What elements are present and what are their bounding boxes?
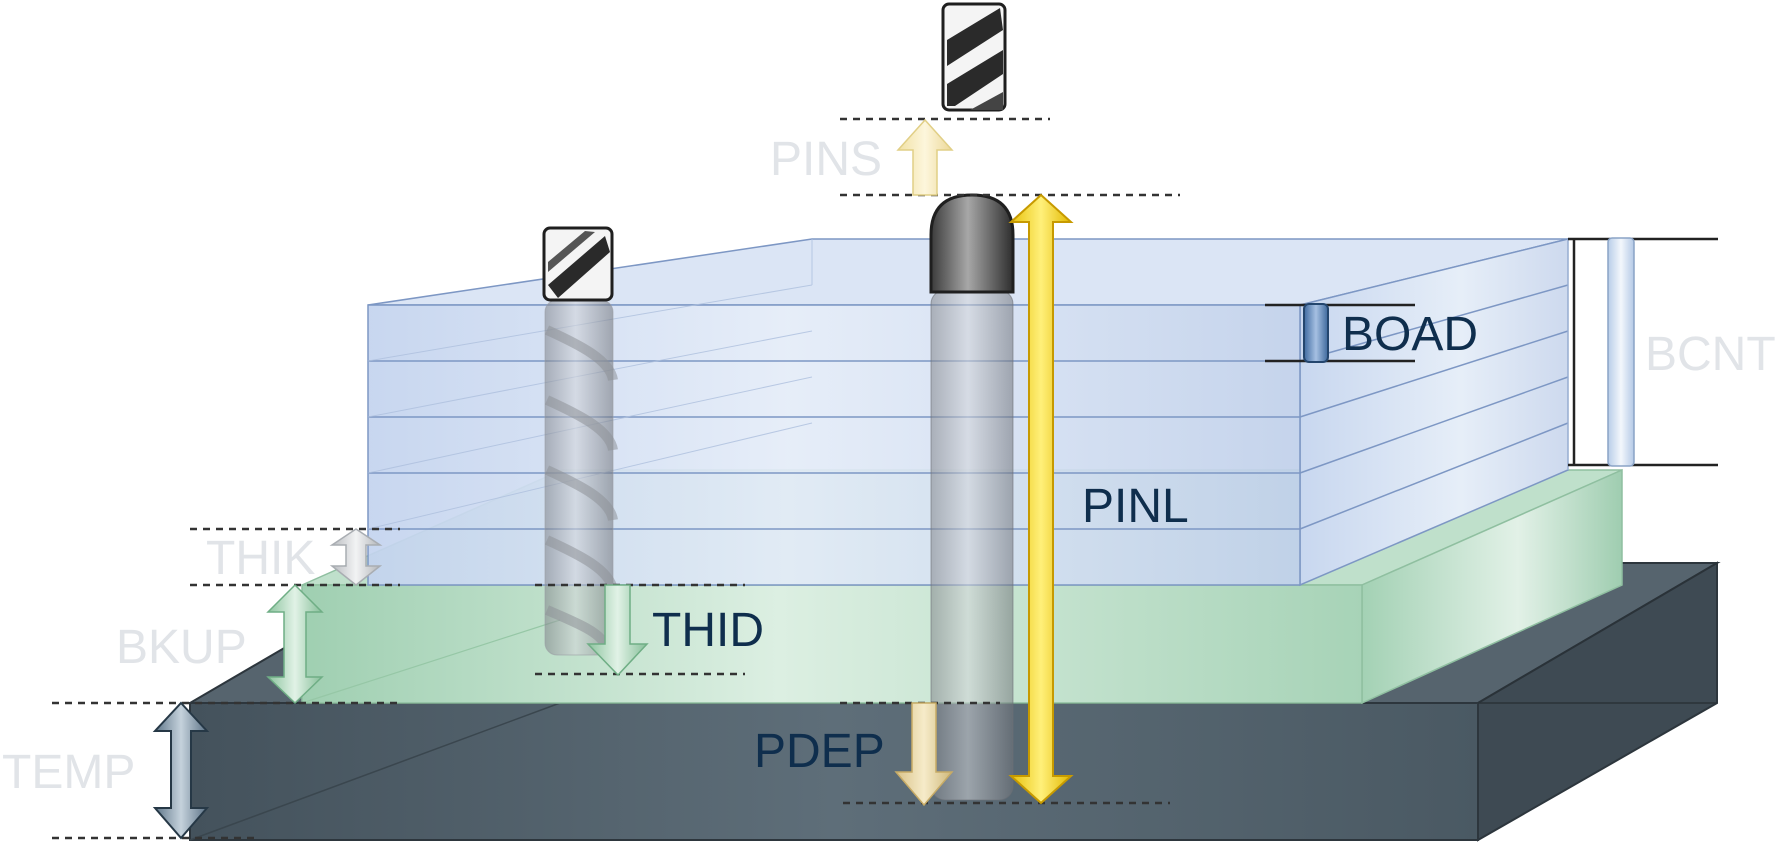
pdep-arrow bbox=[894, 702, 954, 807]
boad-bracket bbox=[1265, 303, 1415, 363]
drill-bit-top bbox=[941, 2, 1007, 112]
pdep-label: PDEP bbox=[754, 725, 885, 778]
thid-arrow bbox=[586, 584, 649, 677]
bcnt-label: BCNT bbox=[1645, 328, 1776, 381]
boad-thickness-marker bbox=[1303, 303, 1329, 363]
tooling-pin bbox=[929, 193, 1015, 801]
pins-arrow bbox=[896, 118, 954, 196]
reference-lines bbox=[52, 117, 1180, 840]
bcnt-bracket bbox=[1568, 237, 1718, 467]
boad-label: BOAD bbox=[1342, 308, 1478, 361]
pinl-arrow bbox=[1008, 193, 1074, 805]
drill-bit-left bbox=[542, 226, 614, 302]
bkup-label: BKUP bbox=[116, 621, 247, 674]
bcnt-stack-marker bbox=[1607, 237, 1635, 467]
drilled-hole-ghost bbox=[544, 299, 618, 656]
bkup-arrow bbox=[266, 583, 324, 705]
thik-arrow bbox=[329, 528, 383, 586]
temp-label: TEMP bbox=[2, 746, 135, 799]
temp-arrow bbox=[152, 701, 210, 840]
pinl-label: PINL bbox=[1082, 480, 1189, 533]
thik-label: THIK bbox=[206, 532, 315, 585]
pins-label: PINS bbox=[770, 133, 882, 186]
thid-label: THID bbox=[652, 604, 764, 657]
